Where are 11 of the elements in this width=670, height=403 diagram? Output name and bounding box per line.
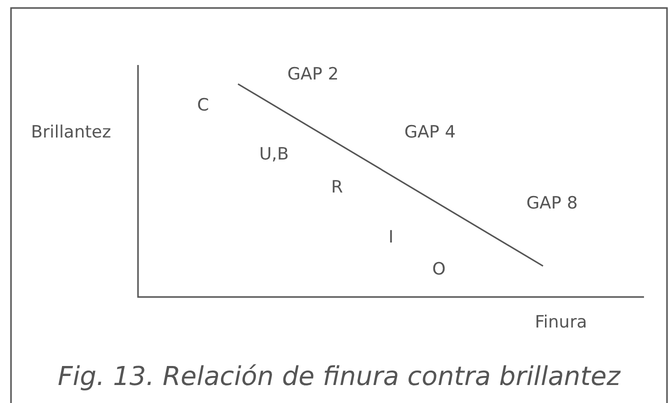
region-label: GAP 4: [404, 124, 456, 142]
region-label: GAP 2: [287, 66, 339, 84]
point-label: R: [331, 180, 343, 196]
figure-caption: Fig. 13. Relación de finura contra brillantez: [58, 364, 620, 390]
axis-title: Brillantez: [30, 124, 112, 142]
point-label: U,B: [259, 146, 289, 164]
point-label: I: [388, 230, 394, 246]
point-label: O: [432, 262, 446, 278]
region-label: GAP 8: [526, 196, 578, 212]
axis-title: Finura: [534, 314, 588, 332]
point-label: C: [197, 98, 209, 114]
